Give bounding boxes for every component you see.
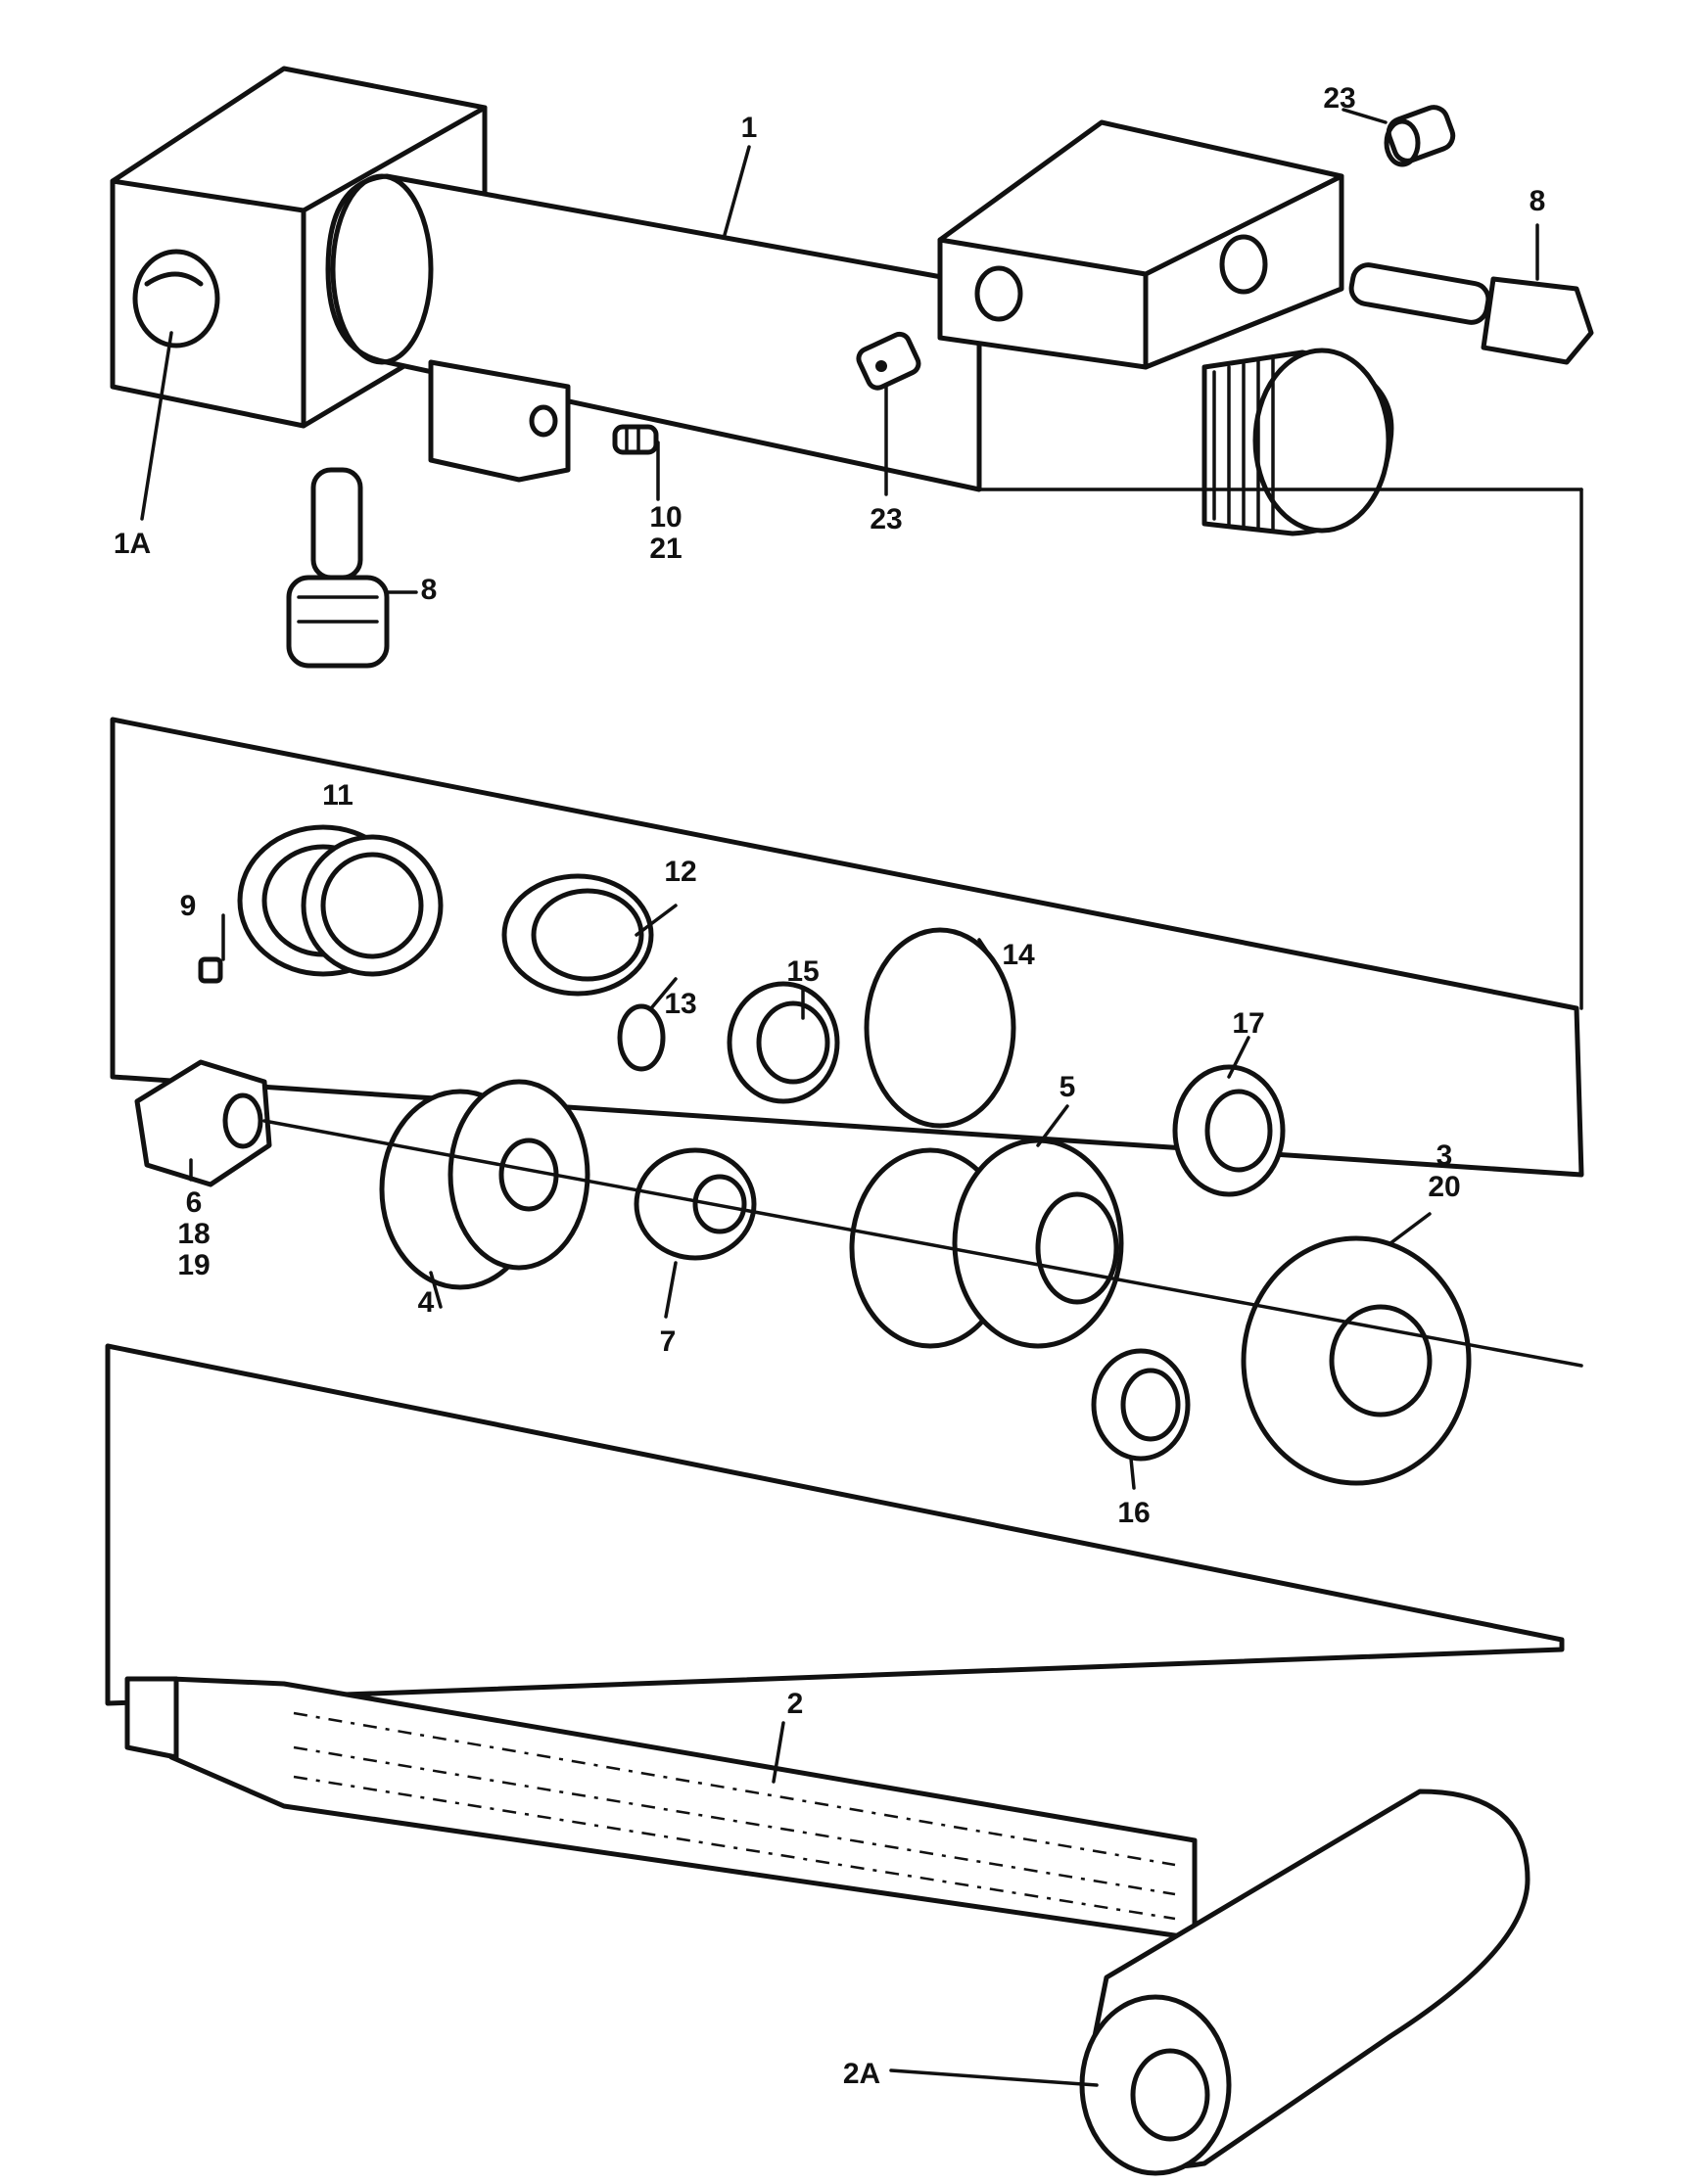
piston-group-plane: [110, 717, 1584, 1178]
grease-fitting-right: [1348, 262, 1594, 365]
callout-2: 2: [787, 1688, 804, 1720]
gland-nut: [1241, 1235, 1472, 1486]
gland: [849, 1138, 1124, 1349]
wiper-seal-16: [1091, 1348, 1191, 1462]
wear-band: [501, 873, 654, 997]
grease-fitting-icon: [286, 467, 390, 669]
callout-2a: 2A: [843, 2058, 880, 2090]
callout-16: 16: [1117, 1497, 1150, 1529]
rod-group-plane: [105, 1343, 1565, 1706]
callout-14: 14: [1002, 939, 1035, 971]
callout-23-mid: 23: [870, 503, 902, 535]
spacer: [634, 1147, 757, 1261]
callout-11: 11: [322, 779, 353, 812]
callout-10: 10: [649, 501, 682, 534]
callout-8-left: 8: [421, 574, 438, 606]
callout-12: 12: [664, 856, 696, 888]
set-screw-23-mid: [856, 331, 921, 391]
callout-5: 5: [1059, 1071, 1076, 1103]
callout-1: 1: [741, 112, 758, 144]
o-ring-large: [864, 927, 1016, 1129]
bushing: [727, 981, 840, 1104]
callout-13: 13: [664, 988, 696, 1020]
lock-nut: [134, 956, 272, 1187]
callout-18: 18: [177, 1218, 210, 1250]
callout-1a: 1A: [114, 528, 151, 560]
set-screw-23-top: [1384, 105, 1456, 167]
callout-23-top: 23: [1323, 82, 1355, 115]
callout-15: 15: [786, 955, 819, 988]
callout-19: 19: [177, 1249, 210, 1281]
cylinder-barrel-icon: [110, 66, 1583, 1010]
piston: [379, 1079, 590, 1290]
callout-4: 4: [418, 1286, 435, 1319]
piston-rod-icon: [124, 1676, 1530, 2176]
callout-20: 20: [1428, 1171, 1460, 1203]
o-ring: [617, 1003, 666, 1072]
callout-8-top: 8: [1530, 185, 1546, 217]
callout-7: 7: [660, 1325, 677, 1358]
callout-3: 3: [1436, 1139, 1453, 1172]
leader-lines: [140, 108, 1539, 2087]
set-screw-10: [612, 424, 659, 455]
seal-ring-set: [237, 824, 444, 977]
callout-9: 9: [180, 890, 197, 922]
callout-21: 21: [649, 533, 682, 565]
callout-6: 6: [186, 1186, 203, 1219]
callout-17: 17: [1232, 1007, 1264, 1040]
barrel-threaded-end: [1201, 348, 1394, 536]
rod-seal-17: [1172, 1064, 1286, 1197]
